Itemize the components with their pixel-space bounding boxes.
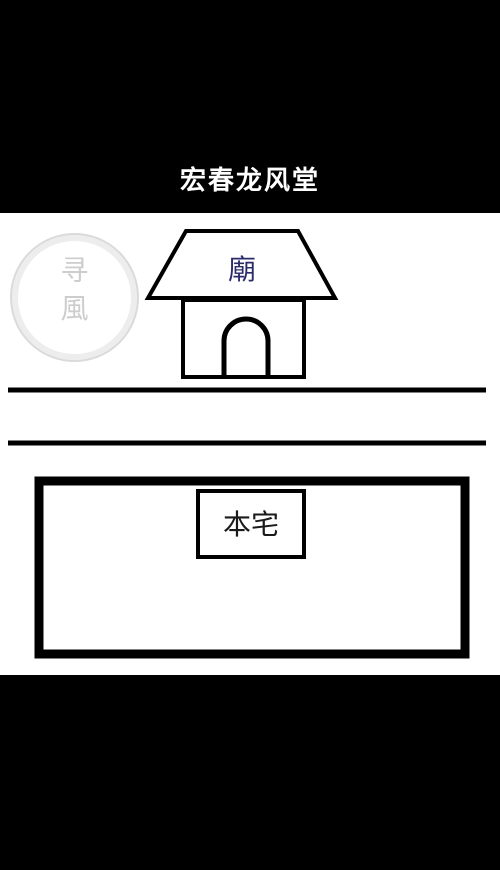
temple-label: 廟 <box>228 253 256 286</box>
house-label-box <box>196 489 306 559</box>
header-title: 宏春龙风堂 <box>179 166 320 196</box>
temple-door <box>221 316 271 375</box>
seal-watermark: 寻 風 <box>10 233 139 362</box>
seal-char-1: 寻 <box>60 254 89 287</box>
fengshui-diagram: 廟 本宅 <box>8 229 486 659</box>
temple-roof <box>144 229 339 300</box>
footer-bar <box>0 675 500 870</box>
house-label: 本宅 <box>223 508 279 541</box>
diagram-panel: 寻 風 廟 本宅 <box>0 213 500 675</box>
seal-char-2: 風 <box>60 292 89 325</box>
